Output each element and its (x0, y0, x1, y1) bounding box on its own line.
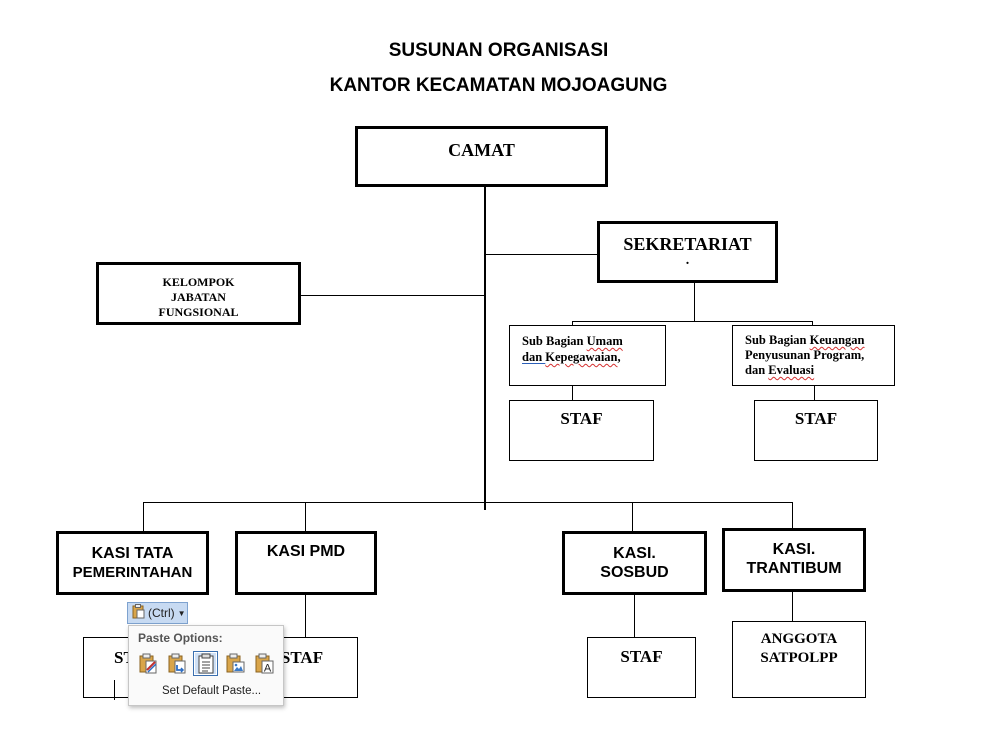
node-staf-sosbud-label: STAF (620, 647, 663, 666)
node-sekretariat-dot: . (685, 253, 690, 268)
connector-to-kelompok (300, 295, 485, 296)
node-kasi-tata-pemerintahan[interactable]: KASI TATA PEMERINTAHAN (56, 531, 209, 595)
connector-staf-keuangan (814, 385, 815, 401)
node-kelompok-jabatan-fungsional[interactable]: KELOMPOK JABATAN FUNGSIONAL (96, 262, 301, 325)
node-staf-pmd-label: STAF (280, 648, 324, 667)
connector-to-sekretariat (486, 254, 598, 255)
chevron-down-icon: ▼ (177, 608, 186, 618)
node-anggota-satpolpp[interactable]: ANGGOTA SATPOLPP (732, 621, 866, 698)
paste-options-title: Paste Options: (138, 631, 223, 645)
connector-kasi-trantibum-up (792, 502, 793, 530)
connector-sub-horizontal (572, 321, 813, 322)
node-kasi-tata-line2: PEMERINTAHAN (72, 564, 193, 581)
sub-keuangan-text-e: Evaluasi (768, 363, 815, 377)
node-sekretariat[interactable]: SEKRETARIAT . (597, 221, 778, 283)
paste-picture-icon[interactable] (222, 651, 247, 676)
connector-sub-umum-up (572, 321, 573, 325)
paste-options-button[interactable]: (Ctrl) ▼ (127, 602, 188, 624)
node-kasi-trantibum-line1: KASI. (772, 541, 816, 558)
node-staf-keuangan[interactable]: STAF (754, 400, 878, 461)
connector-staf-umum (572, 385, 573, 401)
node-sekretariat-label: SEKRETARIAT (623, 234, 752, 254)
sub-keuangan-text-b: Keuangan (809, 333, 865, 347)
connector-main-vertical (484, 186, 486, 510)
connector-sub-keuangan-up (812, 321, 813, 325)
connector-sekretariat-down (694, 282, 695, 322)
sub-keuangan-text-c: Penyusunan Program, (745, 348, 865, 362)
node-kasi-trantibum-line2: TRANTIBUM (746, 560, 842, 577)
connector-kasi-tata-up (143, 502, 144, 532)
clipboard-icon (132, 604, 145, 622)
sub-umum-text-c: dan (522, 350, 546, 364)
node-camat-label: CAMAT (448, 140, 515, 160)
node-staf-keuangan-label: STAF (794, 409, 838, 428)
node-kasi-trantibum[interactable]: KASI. TRANTIBUM (722, 528, 866, 592)
chart-title-line2: KANTOR KECAMATAN MOJOAGUNG (329, 75, 668, 96)
node-kelompok-line1: KELOMPOK (162, 275, 235, 289)
sub-keuangan-text-a: Sub Bagian (745, 333, 810, 347)
node-staf-umum[interactable]: STAF (509, 400, 654, 461)
connector-kasi-pmd-up (305, 502, 306, 532)
node-anggota-line1: ANGGOTA (760, 631, 838, 647)
connector-staf-sosbud (634, 594, 635, 638)
paste-text-only-icon[interactable]: A (251, 651, 276, 676)
node-kasi-sosbud-line2: SOSBUD (600, 564, 669, 581)
node-kelompok-line3: FUNGSIONAL (158, 305, 239, 319)
set-default-paste-link[interactable]: Set Default Paste... (162, 685, 262, 697)
paste-options-popup: Paste Options: (128, 625, 284, 706)
chart-title-line1: SUSUNAN ORGANISASI (388, 40, 609, 61)
node-sub-bagian-umum[interactable]: Sub Bagian Umam dan Kepegawaian, (509, 325, 666, 386)
node-staf-sosbud[interactable]: STAF (587, 637, 696, 698)
connector-anggota (792, 591, 793, 622)
node-camat[interactable]: CAMAT (355, 126, 608, 187)
node-kelompok-line2: JABATAN (171, 290, 226, 304)
connector-kasi-horizontal (143, 502, 793, 503)
sub-keuangan-text-d: dan (745, 363, 769, 377)
node-kasi-sosbud-line1: KASI. (613, 545, 656, 562)
svg-text:A: A (263, 662, 271, 674)
node-sub-bagian-keuangan[interactable]: Sub Bagian Keuangan Penyusunan Program, … (732, 325, 895, 386)
paste-ctrl-label: (Ctrl) (148, 606, 175, 620)
sub-umum-text-a: Sub Bagian (522, 334, 587, 348)
node-kasi-tata-line1: KASI TATA (91, 545, 174, 562)
sub-umum-text-e: , (617, 350, 621, 364)
text-cursor (114, 680, 115, 700)
node-kasi-pmd[interactable]: KASI PMD (235, 531, 377, 595)
node-kasi-pmd-label: KASI PMD (266, 543, 346, 560)
node-staf-umum-label: STAF (560, 409, 603, 428)
node-kasi-sosbud[interactable]: KASI. SOSBUD (562, 531, 707, 595)
sub-umum-text-d: Kepegawaian (545, 350, 618, 364)
paste-keep-source-icon[interactable] (135, 651, 160, 676)
paste-merge-icon[interactable] (164, 651, 189, 676)
connector-staf-pmd (305, 594, 306, 638)
sub-umum-text-b: Umam (586, 334, 623, 348)
paste-keep-text-icon[interactable] (193, 651, 218, 676)
node-anggota-line2: SATPOLPP (760, 650, 838, 666)
connector-kasi-sosbud-up (632, 502, 633, 532)
